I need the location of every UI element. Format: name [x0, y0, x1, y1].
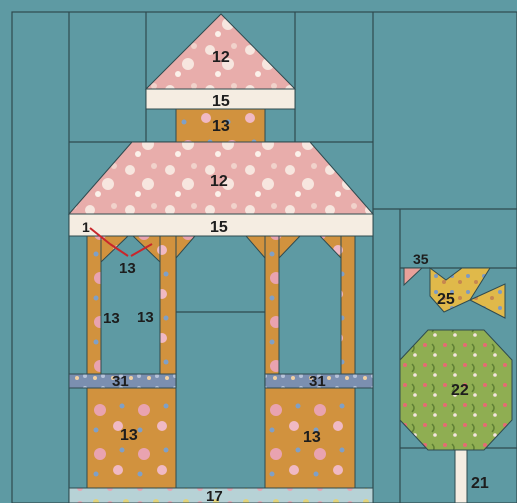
label-band-main: 15 — [210, 219, 228, 236]
label-rail-right: 31 — [309, 373, 326, 390]
label-wall-left: 13 — [120, 427, 138, 444]
post-right-inner — [265, 236, 279, 374]
label-band-top: 15 — [212, 93, 230, 110]
label-tulip-corner: 35 — [413, 251, 429, 267]
post-left-outer — [87, 236, 101, 374]
label-trunk: 21 — [471, 475, 489, 492]
trunk-piece — [455, 450, 467, 503]
post-right-outer — [341, 236, 355, 374]
label-wall-right: 13 — [303, 429, 321, 446]
label-tree: 22 — [451, 382, 469, 399]
label-rail-left: 31 — [112, 373, 129, 390]
label-post-left-b: 13 — [137, 309, 154, 326]
label-cupola-body: 13 — [212, 118, 230, 135]
post-left-inner — [160, 236, 176, 374]
label-post-left-a: 13 — [103, 310, 120, 327]
label-ground: 17 — [206, 488, 223, 503]
label-roof-main: 12 — [210, 173, 228, 190]
label-band-main-left: 1 — [82, 219, 90, 235]
label-roof-top: 12 — [212, 49, 230, 66]
label-brace-left: 13 — [119, 260, 136, 277]
label-tulip: 25 — [437, 291, 455, 308]
